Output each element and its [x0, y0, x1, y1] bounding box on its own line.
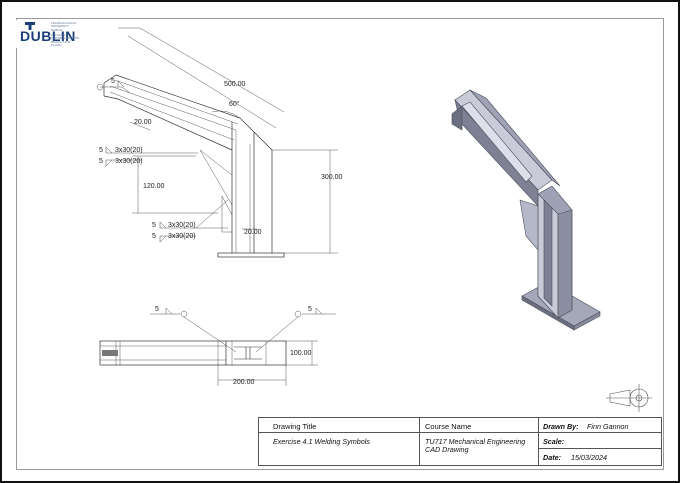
front-view	[103, 74, 285, 258]
course-name-line-1: TU717 Mechanical Engineering	[425, 437, 526, 446]
title-block-divider-1	[419, 418, 420, 465]
weld-size-low-a: 5	[152, 222, 156, 229]
drawn-by-value: Finn Gannon	[587, 422, 629, 431]
weld-spec-mid-a: 3x30(20)	[115, 147, 143, 154]
title-block-divider-2	[538, 418, 539, 465]
course-name-label: Course Name	[425, 422, 472, 431]
title-block-row-2	[538, 448, 661, 449]
weld-size-plan-right: 5	[308, 306, 312, 313]
logo-subtitle-bottom: OLLSCOIL TEICNEOLAÍOCHTA BHAILE ÁTHA CLI…	[51, 33, 79, 48]
scale-label: Scale:	[543, 437, 565, 446]
dim-depth-100: 100.00	[290, 350, 312, 357]
dim-width-200: 200.00	[233, 379, 255, 386]
drawing-frame	[16, 18, 664, 470]
weld-size-low-b: 5	[152, 233, 156, 240]
date-label: Date:	[543, 453, 561, 462]
weld-size-plan-left: 5	[155, 306, 159, 313]
dim-height-300: 300.00	[321, 174, 343, 181]
tu-dublin-logo: DUBLIN TECHNOLOGICAL UNIVERSITY DUBLIN O…	[16, 20, 79, 48]
logo-mark	[16, 20, 72, 48]
logo-wordmark: DUBLIN	[20, 28, 76, 44]
dim-length-500: 500.00	[224, 81, 246, 88]
weld-size-top: 5	[111, 78, 115, 85]
third-angle-projection-symbol	[606, 384, 652, 412]
dim-offset-20: 20.00	[134, 119, 152, 126]
dim-gap-20: 20.00	[244, 229, 262, 236]
title-block-row-1	[259, 432, 661, 433]
logo-subtitle-top: TECHNOLOGICAL UNIVERSITY DUBLIN	[51, 21, 77, 32]
isometric-view	[451, 89, 601, 331]
weld-size-mid-b: 5	[99, 158, 103, 165]
date-value: 15/03/2024	[571, 453, 607, 462]
plan-view-dimensions	[150, 307, 336, 386]
weld-spec-mid-b: 3x30(20)	[115, 158, 143, 165]
front-view-dimensions	[96, 27, 338, 254]
weld-spec-low-a: 3x30(20)	[168, 222, 196, 229]
dim-angle-60: 60°	[229, 100, 240, 108]
weld-size-mid-a: 5	[99, 147, 103, 154]
dim-spacing-120: 120.00	[143, 183, 165, 190]
title-block: Drawing Title Exercise 4.1 Welding Symbo…	[258, 417, 662, 466]
weld-symbols-front	[105, 80, 167, 243]
drawn-by-label: Drawn By:	[543, 422, 579, 431]
plan-view	[99, 340, 287, 366]
drawing-title-value: Exercise 4.1 Welding Symbols	[273, 437, 370, 446]
weld-spec-low-b: 3x30(20)	[168, 233, 196, 240]
drawing-title-label: Drawing Title	[273, 422, 317, 431]
course-name-line-2: CAD Drawing	[425, 445, 469, 454]
